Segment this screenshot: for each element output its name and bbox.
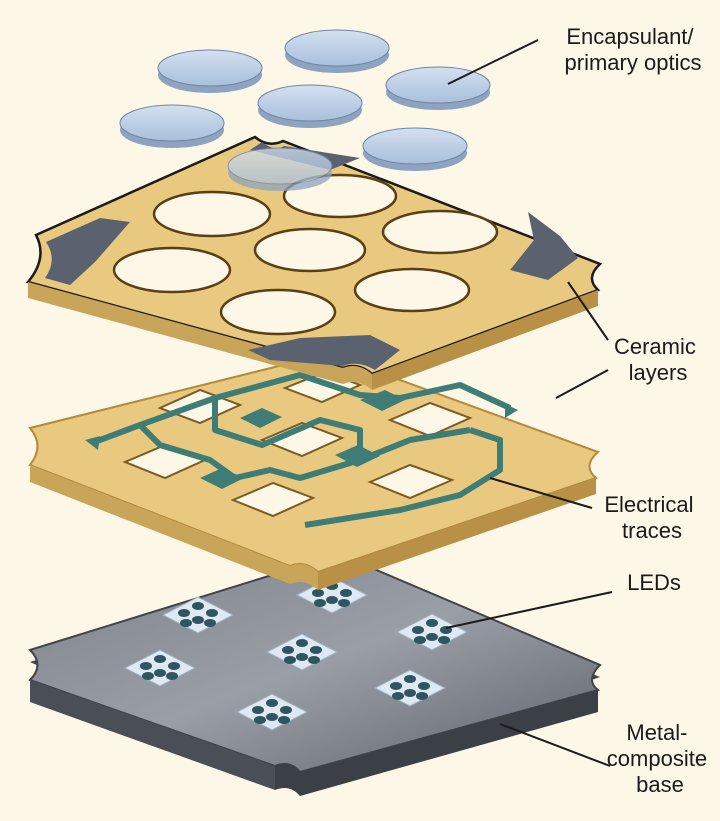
- leader-ceramic-lower: [555, 369, 609, 399]
- led-array: [123, 576, 469, 731]
- label-electrical-traces: Electrical traces: [604, 492, 699, 543]
- label-encapsulant: Encapsulant/ primary optics: [565, 24, 702, 75]
- label-ceramic-layers: Ceramic layers: [614, 334, 702, 385]
- label-metal-composite-base: Metal- composite base: [607, 720, 713, 797]
- leader-encapsulant: [447, 39, 539, 85]
- led-tile: [373, 669, 447, 707]
- leader-lines: [445, 39, 613, 767]
- leader-base: [499, 723, 611, 767]
- led-tile: [123, 649, 197, 687]
- label-leds: LEDs: [627, 570, 681, 595]
- leader-ceramic-upper: [567, 281, 609, 341]
- ceramic-layer-lower: [28, 355, 600, 590]
- leader-traces: [489, 477, 593, 509]
- leader-leds: [445, 591, 613, 629]
- led-tile: [235, 693, 309, 731]
- metal-composite-base: [28, 555, 602, 796]
- electrical-traces: [90, 372, 512, 528]
- ceramic-layer-upper: [25, 135, 603, 390]
- led-tile: [265, 633, 339, 671]
- encapsulant-optics: [119, 29, 491, 191]
- led-tile: [161, 596, 235, 634]
